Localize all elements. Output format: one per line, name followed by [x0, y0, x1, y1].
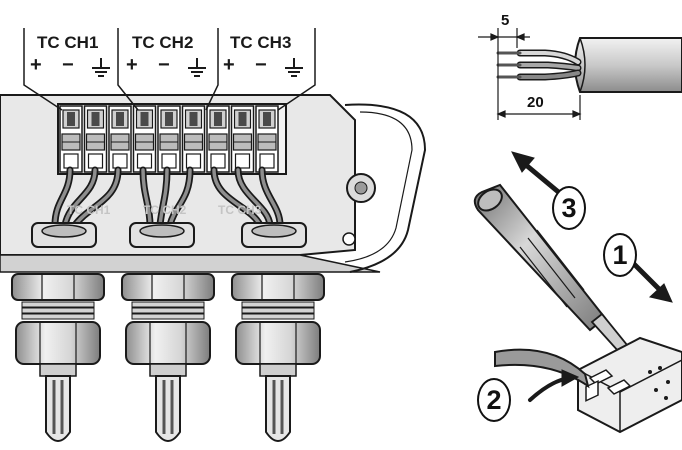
cable-gland-inner — [31, 222, 307, 248]
minus-label: − — [158, 54, 170, 76]
jacket-length-label: 20 — [527, 94, 544, 111]
gland-nut — [241, 222, 307, 248]
gland-probe-assembly — [11, 273, 105, 442]
board-label: TC CH3 — [218, 203, 262, 217]
wire-strip-detail — [478, 28, 682, 120]
spring-terminal — [494, 336, 682, 434]
plus-label: + — [30, 54, 42, 76]
step-2-badge: 2 — [477, 378, 511, 422]
board-label: TC CH2 — [143, 203, 187, 217]
led-indicator — [342, 232, 356, 246]
leader-lines — [23, 28, 316, 111]
gland-probe-assembly — [231, 273, 325, 442]
gland-nut — [31, 222, 97, 248]
plus-label: + — [126, 54, 138, 76]
step-1-badge: 1 — [603, 233, 637, 277]
channel-label-2: TC CH2 — [132, 33, 194, 52]
strip-length-label: 5 — [501, 12, 510, 29]
terminal-cell — [157, 105, 181, 173]
plus-label: + — [223, 54, 235, 76]
cable-gland-outer — [11, 273, 325, 442]
terminal-cell — [83, 105, 108, 173]
terminal-cell — [206, 105, 230, 173]
minus-label: − — [62, 54, 74, 76]
thermocouple-wires — [51, 166, 284, 229]
channel-label-1: TC CH1 — [37, 33, 99, 52]
terminal-cell — [181, 105, 206, 173]
channel-label-3: TC CH3 — [230, 33, 292, 52]
terminal-cell — [255, 105, 279, 173]
terminal-cell — [230, 105, 255, 173]
step-3-badge: 3 — [552, 186, 586, 230]
gland-probe-assembly — [121, 273, 215, 442]
terminal-cell — [132, 105, 157, 173]
minus-label: − — [255, 54, 267, 76]
gland-nut — [129, 222, 195, 248]
board-label: TC CH1 — [67, 203, 111, 217]
terminal-cell — [108, 105, 132, 173]
ground-icon — [92, 58, 303, 77]
terminal-block — [57, 103, 287, 175]
terminal-cell — [59, 105, 83, 173]
arrow-icon — [511, 151, 673, 402]
